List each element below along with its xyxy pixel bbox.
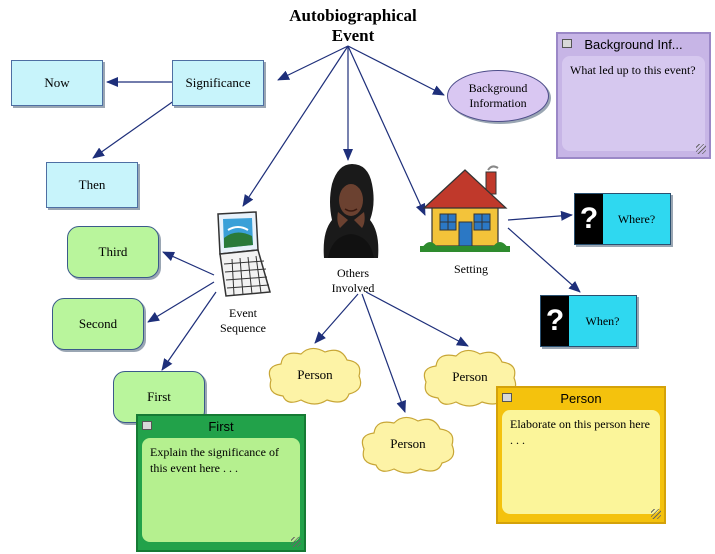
note-pin-icon[interactable]	[562, 39, 572, 48]
edge-title-significance	[277, 45, 349, 81]
edge-others-person-left	[314, 293, 359, 344]
note-person-header[interactable]: Person	[498, 388, 664, 408]
node-third[interactable]: Third	[67, 226, 159, 278]
central-topic-line1: Autobiographical	[289, 6, 417, 25]
cloud-shape	[361, 416, 455, 474]
edge-setting-where	[507, 210, 573, 221]
note-pin-icon[interactable]	[142, 421, 152, 430]
question-mark-icon: ?	[541, 296, 569, 346]
resize-grip-icon[interactable]	[291, 537, 301, 547]
node-significance-label: Significance	[185, 75, 251, 90]
caption-event-sequence: Event Sequence	[208, 306, 278, 336]
woman-icon[interactable]	[318, 162, 382, 258]
node-now-label: Now	[44, 75, 70, 90]
node-then[interactable]: Then	[46, 162, 138, 208]
cloud-shape	[423, 349, 517, 407]
node-background-information[interactable]: Background Information	[447, 70, 549, 122]
node-person-left[interactable]: Person	[265, 344, 365, 406]
edge-significance-then	[92, 97, 179, 159]
note-first[interactable]: First Explain the significance of this e…	[136, 414, 306, 552]
node-when[interactable]: ? When?	[540, 295, 637, 347]
node-where[interactable]: ? Where?	[574, 193, 671, 245]
edge-others-person-bottom	[361, 293, 406, 413]
note-first-header[interactable]: First	[138, 416, 304, 436]
node-person-right[interactable]: Person	[420, 346, 520, 408]
resize-grip-icon[interactable]	[696, 144, 706, 154]
node-first-label: First	[147, 389, 171, 404]
central-topic[interactable]: Autobiographical Event	[268, 6, 438, 46]
edge-others-person-right	[365, 291, 469, 347]
node-background-line1: Background	[468, 81, 528, 95]
note-background-title: Background Inf...	[584, 36, 683, 52]
edge-title-event-sequence	[242, 45, 349, 207]
caption-others-line2: Involved	[331, 281, 375, 295]
note-person[interactable]: Person Elaborate on this person here . .…	[496, 386, 666, 524]
note-pin-icon[interactable]	[502, 393, 512, 402]
node-second[interactable]: Second	[52, 298, 144, 350]
note-background[interactable]: Background Inf... What led up to this ev…	[556, 32, 711, 159]
caption-event-sequence-line1: Event	[229, 306, 257, 320]
caption-setting: Setting	[453, 262, 488, 276]
node-where-label: Where?	[603, 194, 670, 244]
node-person-left-label: Person	[297, 367, 333, 382]
edge-title-setting	[347, 45, 426, 216]
house-icon[interactable]	[420, 164, 510, 256]
edge-sequence-third	[162, 251, 215, 276]
edge-sequence-first	[161, 291, 217, 371]
resize-grip-icon[interactable]	[651, 509, 661, 519]
edge-sequence-second	[147, 281, 215, 323]
node-second-label: Second	[78, 316, 118, 331]
node-person-bottom[interactable]: Person	[358, 413, 458, 475]
edge-setting-when	[507, 227, 581, 293]
caption-others-involved: Others Involved	[318, 266, 388, 296]
note-background-body[interactable]: What led up to this event?	[562, 56, 705, 151]
note-first-title: First	[208, 418, 234, 434]
node-significance[interactable]: Significance	[172, 60, 264, 106]
caption-others-line1: Others	[337, 266, 369, 280]
caption-event-sequence-line2: Sequence	[220, 321, 266, 335]
central-topic-line2: Event	[331, 26, 375, 45]
node-person-bottom-label: Person	[390, 436, 426, 451]
node-when-label: When?	[569, 296, 636, 346]
node-background-line2: Information	[469, 96, 527, 110]
edge-title-background	[347, 45, 445, 96]
note-first-body[interactable]: Explain the significance of this event h…	[142, 438, 300, 542]
node-now[interactable]: Now	[11, 60, 103, 106]
note-person-title: Person	[560, 390, 602, 406]
laptop-icon[interactable]	[212, 210, 274, 300]
cloud-shape	[268, 347, 362, 405]
node-person-right-label: Person	[452, 369, 488, 384]
note-person-body[interactable]: Elaborate on this person here . . .	[502, 410, 660, 514]
note-background-header[interactable]: Background Inf...	[558, 34, 709, 54]
question-mark-icon: ?	[575, 194, 603, 244]
node-then-label: Then	[78, 177, 106, 192]
node-third-label: Third	[98, 244, 128, 259]
